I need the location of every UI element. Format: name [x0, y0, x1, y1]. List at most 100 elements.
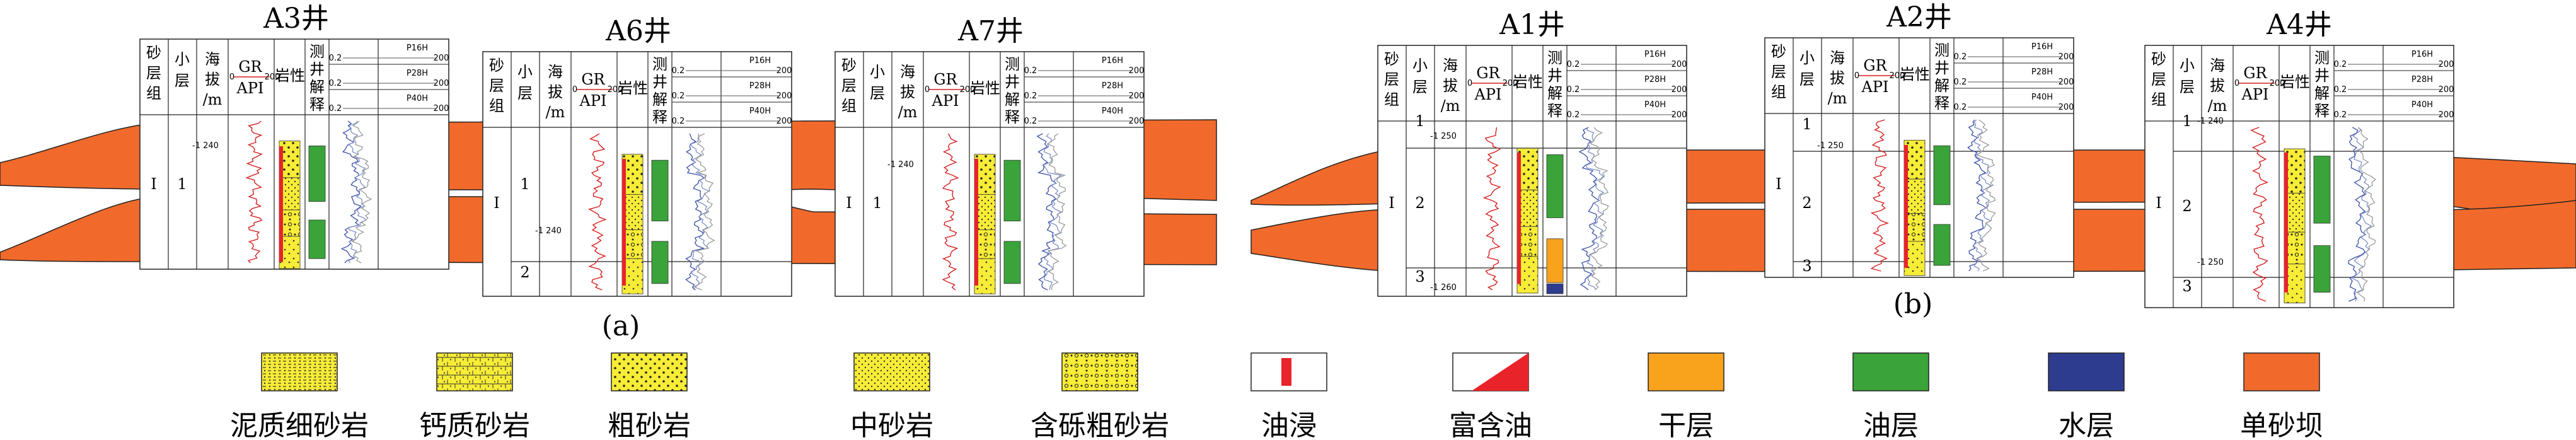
legend-item-oil-immersed: 油浸: [1250, 352, 1327, 440]
header-lithology: 岩性: [275, 67, 305, 84]
layer-value: 2: [1415, 194, 1424, 212]
header-res-name: P40H: [2411, 100, 2433, 110]
header-res-name: P28H: [749, 81, 771, 91]
panel-label-a: (a): [602, 310, 640, 342]
legend-swatch-calcareous-sandstone: [436, 352, 513, 391]
header-sand-group: 砂: [146, 44, 161, 62]
resistivity-curve: [1589, 127, 1609, 291]
header-sand-group: 层: [146, 64, 161, 82]
oil-layer-segment: [1933, 145, 1951, 206]
header-gr-unit: API: [932, 92, 959, 110]
header-elevation: /m: [546, 103, 565, 121]
legend-label: 中砂岩: [850, 410, 933, 440]
header-res-max: 200: [777, 117, 792, 126]
header-res-min: 0.2: [1567, 85, 1580, 95]
header-lithology: 岩性: [970, 79, 1000, 97]
sand-group-value: I: [151, 175, 156, 193]
header-gr-unit: API: [579, 92, 607, 110]
sand-group-value: I: [1776, 175, 1781, 193]
header-interpretation: 测: [2314, 49, 2330, 67]
sand-group-value: I: [1389, 194, 1394, 212]
header-res-min: 0.2: [329, 54, 342, 63]
legend-swatch-oil-rich-mark: [1472, 353, 1528, 391]
header-res-name: P28H: [1102, 81, 1123, 91]
legend-item-medium-sandstone: 中砂岩: [850, 352, 933, 440]
layer-value: 1: [872, 194, 882, 212]
header-res-name: P28H: [2411, 75, 2433, 84]
header-interpretation: 井: [309, 61, 325, 78]
header-res-min: 0.2: [1024, 66, 1037, 76]
header-res-min: 0.2: [1567, 60, 1580, 69]
header-res-max: 200: [2059, 52, 2074, 62]
header-res-name: P40H: [2031, 93, 2053, 102]
header-res-min: 0.2: [2334, 85, 2347, 95]
resistivity-curve: [1036, 133, 1058, 291]
header-sand-group: 砂: [1384, 50, 1399, 68]
oil-show-mark: [1904, 145, 1908, 268]
header-layer: 层: [1412, 78, 1428, 96]
well-title: A1井: [1499, 9, 1565, 41]
header-res-min: 0.2: [329, 79, 342, 88]
header-res-name: P16H: [1644, 50, 1666, 59]
header-res-name: P40H: [1102, 107, 1123, 116]
gr-curve: [245, 120, 263, 263]
gr-curve: [1870, 119, 1889, 272]
header-gr-name: GR: [1863, 57, 1887, 74]
legend-label: 含砾粗砂岩: [1031, 410, 1169, 440]
layer-value: 1: [177, 175, 187, 193]
well-title: A4井: [2266, 9, 2332, 41]
header-interpretation: 解: [309, 78, 325, 96]
depth-mark: -1 240: [192, 141, 219, 151]
header-interpretation: 测: [652, 55, 667, 73]
header-res-min: 0.2: [672, 66, 685, 76]
water-layer-segment: [1546, 283, 1564, 294]
resistivity-curve: [685, 133, 705, 291]
header-res-max: 200: [777, 66, 792, 76]
oil-layer-segment: [308, 145, 326, 202]
header-res-name: P40H: [407, 94, 428, 103]
header-interpretation: 释: [1547, 102, 1562, 120]
header-elevation: /m: [203, 91, 222, 108]
header-layer: 层: [870, 84, 885, 102]
header-layer: 小: [1412, 57, 1428, 74]
header-layer: 小: [1799, 49, 1815, 67]
header-gr-name: GR: [581, 71, 605, 88]
header-gr-max: 200: [1890, 71, 1905, 81]
header-res-name: P16H: [2031, 42, 2053, 52]
header-sand-group: 组: [841, 97, 857, 115]
header-res-min: 0.2: [1954, 78, 1967, 87]
header-res-max: 200: [2439, 110, 2454, 120]
header-layer: 层: [2180, 78, 2195, 96]
legend-item-muddy-fine-sandstone: 泥质细砂岩: [230, 352, 369, 440]
header-elevation: 拔: [205, 71, 220, 88]
panel-label-b: (b): [1893, 288, 1933, 320]
gr-curve: [2250, 127, 2269, 302]
header-gr-name: GR: [933, 71, 957, 88]
oil-layer-segment: [1546, 154, 1564, 218]
header-elevation: 海: [1443, 57, 1458, 74]
resistivity-curve: [1976, 119, 1996, 272]
header-interpretation: 井: [1547, 67, 1562, 84]
legend-label: 泥质细砂岩: [230, 410, 369, 440]
legend-item-coarse-sandstone: 粗砂岩: [608, 352, 691, 440]
header-sand-group: 层: [1384, 71, 1399, 88]
oil-layer-segment: [651, 159, 669, 222]
legend-label: 钙质砂岩: [419, 410, 530, 440]
header-layer: 小: [517, 63, 533, 81]
header-res-min: 0.2: [1024, 117, 1037, 126]
gr-curve: [1482, 127, 1501, 291]
header-interpretation: 井: [1934, 59, 1949, 77]
layer-value: 1: [2182, 112, 2192, 130]
header-res-max: 200: [434, 79, 449, 88]
header-res-max: 200: [1129, 91, 1145, 101]
header-res-max: 200: [1129, 66, 1145, 76]
oil-layer-segment: [2313, 156, 2331, 224]
layer-value: 3: [2182, 277, 2192, 295]
resistivity-curve: [1585, 127, 1605, 291]
layer-value: 2: [1802, 194, 1811, 212]
header-interpretation: 井: [2314, 67, 2330, 84]
resistivity-curve: [2357, 127, 2376, 302]
